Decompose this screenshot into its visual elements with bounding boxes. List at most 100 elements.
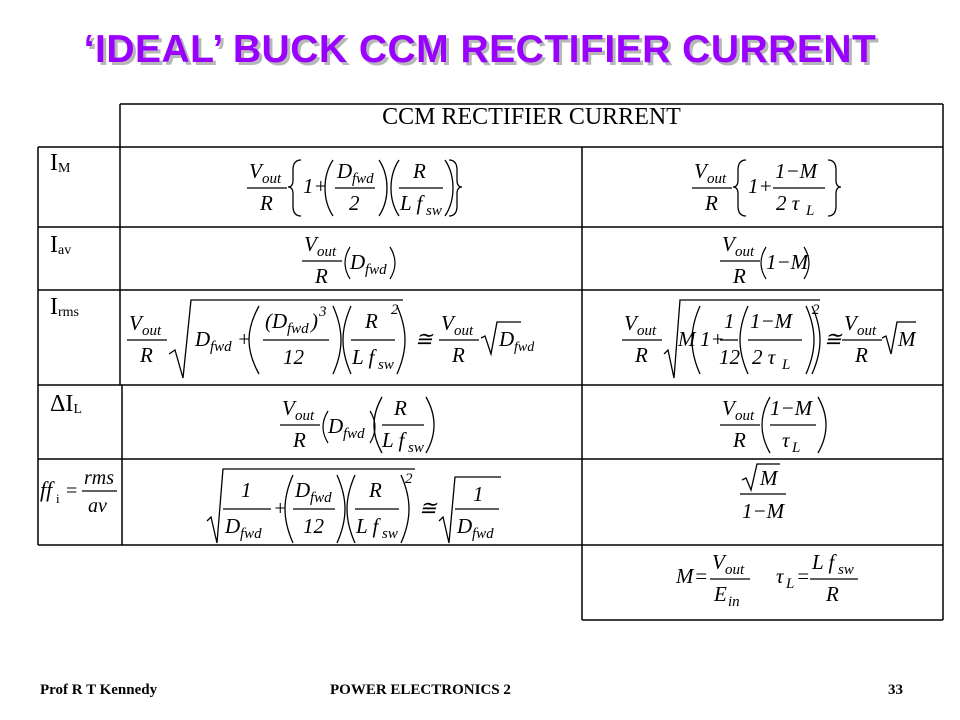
svg-text:L: L bbox=[805, 203, 814, 219]
svg-text:R: R bbox=[634, 343, 648, 367]
ff-num: rms bbox=[84, 467, 114, 489]
svg-text:R: R bbox=[368, 478, 382, 502]
svg-text:out: out bbox=[142, 323, 162, 339]
row-label-delta-il: ΔIL bbox=[50, 391, 82, 417]
svg-text:V: V bbox=[844, 311, 859, 335]
svg-text:1+: 1+ bbox=[700, 327, 725, 351]
svg-text:D: D bbox=[327, 414, 343, 438]
svg-text:V: V bbox=[722, 232, 737, 256]
svg-text:R: R bbox=[259, 191, 273, 215]
svg-text:1: 1 bbox=[473, 482, 484, 506]
svg-text:R: R bbox=[732, 264, 746, 288]
svg-text:τ: τ bbox=[782, 428, 791, 452]
svg-text:τ: τ bbox=[776, 564, 785, 588]
svg-text:out: out bbox=[454, 323, 474, 339]
svg-text:sw: sw bbox=[838, 562, 854, 578]
slide-title: ‘IDEAL’ BUCK CCM RECTIFIER CURRENT bbox=[83, 28, 877, 71]
svg-text:D: D bbox=[336, 159, 352, 183]
svg-text:out: out bbox=[735, 408, 755, 424]
svg-text:=: = bbox=[66, 480, 77, 502]
svg-text:D: D bbox=[194, 327, 210, 351]
svg-text:L f: L f bbox=[399, 191, 426, 215]
svg-text:fwd: fwd bbox=[472, 526, 494, 542]
svg-text:12: 12 bbox=[283, 345, 305, 369]
svg-text:3: 3 bbox=[318, 304, 327, 320]
svg-text:sw: sw bbox=[378, 357, 394, 373]
svg-text:(D: (D bbox=[265, 309, 287, 333]
svg-text:1−M: 1−M bbox=[750, 309, 794, 333]
svg-text:fwd: fwd bbox=[352, 171, 374, 187]
svg-text:2: 2 bbox=[391, 302, 399, 318]
svg-text:2 τ: 2 τ bbox=[776, 191, 801, 215]
svg-text:R: R bbox=[139, 343, 153, 367]
svg-text:fwd: fwd bbox=[365, 262, 387, 278]
svg-text:1−M: 1−M bbox=[775, 159, 819, 183]
footer-author: Prof R T Kennedy bbox=[40, 682, 158, 698]
svg-text:R: R bbox=[292, 428, 306, 452]
svg-text:1−M: 1−M bbox=[770, 396, 814, 420]
svg-text:L: L bbox=[781, 357, 790, 373]
svg-text:≅: ≅ bbox=[824, 327, 843, 351]
row-label-im: IM bbox=[50, 150, 71, 176]
svg-text:D: D bbox=[294, 478, 310, 502]
svg-text:sw: sw bbox=[426, 203, 442, 219]
svg-text:V: V bbox=[129, 311, 144, 335]
svg-text:1: 1 bbox=[241, 478, 252, 502]
svg-text:fwd: fwd bbox=[287, 321, 309, 337]
svg-text:out: out bbox=[857, 323, 877, 339]
svg-text:out: out bbox=[295, 408, 315, 424]
svg-text:1−M: 1−M bbox=[766, 250, 810, 274]
svg-text:V: V bbox=[282, 396, 297, 420]
svg-text:12: 12 bbox=[719, 345, 741, 369]
svg-text:2: 2 bbox=[812, 302, 820, 318]
svg-text:sw: sw bbox=[382, 526, 398, 542]
footer-course: POWER ELECTRONICS 2 bbox=[330, 682, 511, 698]
svg-text:V: V bbox=[441, 311, 456, 335]
ff-den: av bbox=[88, 495, 107, 517]
svg-text:V: V bbox=[624, 311, 639, 335]
svg-text:12: 12 bbox=[303, 514, 325, 538]
svg-text:1+: 1+ bbox=[303, 174, 328, 198]
svg-text:out: out bbox=[317, 244, 337, 260]
svg-text:fwd: fwd bbox=[240, 526, 262, 542]
svg-text:out: out bbox=[725, 562, 745, 578]
svg-text:R: R bbox=[364, 309, 378, 333]
svg-text:R: R bbox=[854, 343, 868, 367]
svg-text:≅: ≅ bbox=[419, 496, 438, 520]
svg-text:L f: L f bbox=[381, 428, 408, 452]
svg-text:R: R bbox=[451, 343, 465, 367]
row-label-iav: Iav bbox=[50, 232, 72, 258]
svg-text:E: E bbox=[713, 582, 727, 606]
svg-text:V: V bbox=[712, 550, 727, 574]
svg-text:in: in bbox=[728, 594, 740, 610]
svg-text:D: D bbox=[224, 514, 240, 538]
table-header: CCM RECTIFIER CURRENT bbox=[382, 104, 681, 130]
svg-text:M: M bbox=[897, 327, 917, 351]
svg-text:fwd: fwd bbox=[514, 340, 535, 355]
svg-text:R: R bbox=[732, 428, 746, 452]
svg-text:V: V bbox=[694, 159, 709, 183]
svg-text:fwd: fwd bbox=[310, 490, 332, 506]
svg-text:L: L bbox=[785, 576, 794, 592]
svg-text:R: R bbox=[314, 264, 328, 288]
svg-text:R: R bbox=[412, 159, 426, 183]
svg-text:=: = bbox=[796, 564, 810, 588]
svg-text:L f: L f bbox=[355, 514, 382, 538]
svg-text:=: = bbox=[694, 564, 708, 588]
svg-text:L f: L f bbox=[811, 550, 838, 574]
svg-text:R: R bbox=[704, 191, 718, 215]
svg-text:V: V bbox=[249, 159, 264, 183]
svg-text:D: D bbox=[349, 250, 365, 274]
svg-text:2 τ: 2 τ bbox=[752, 345, 777, 369]
svg-text:1+: 1+ bbox=[748, 174, 773, 198]
svg-text:1: 1 bbox=[724, 309, 735, 333]
footer-page-number: 33 bbox=[888, 682, 903, 698]
